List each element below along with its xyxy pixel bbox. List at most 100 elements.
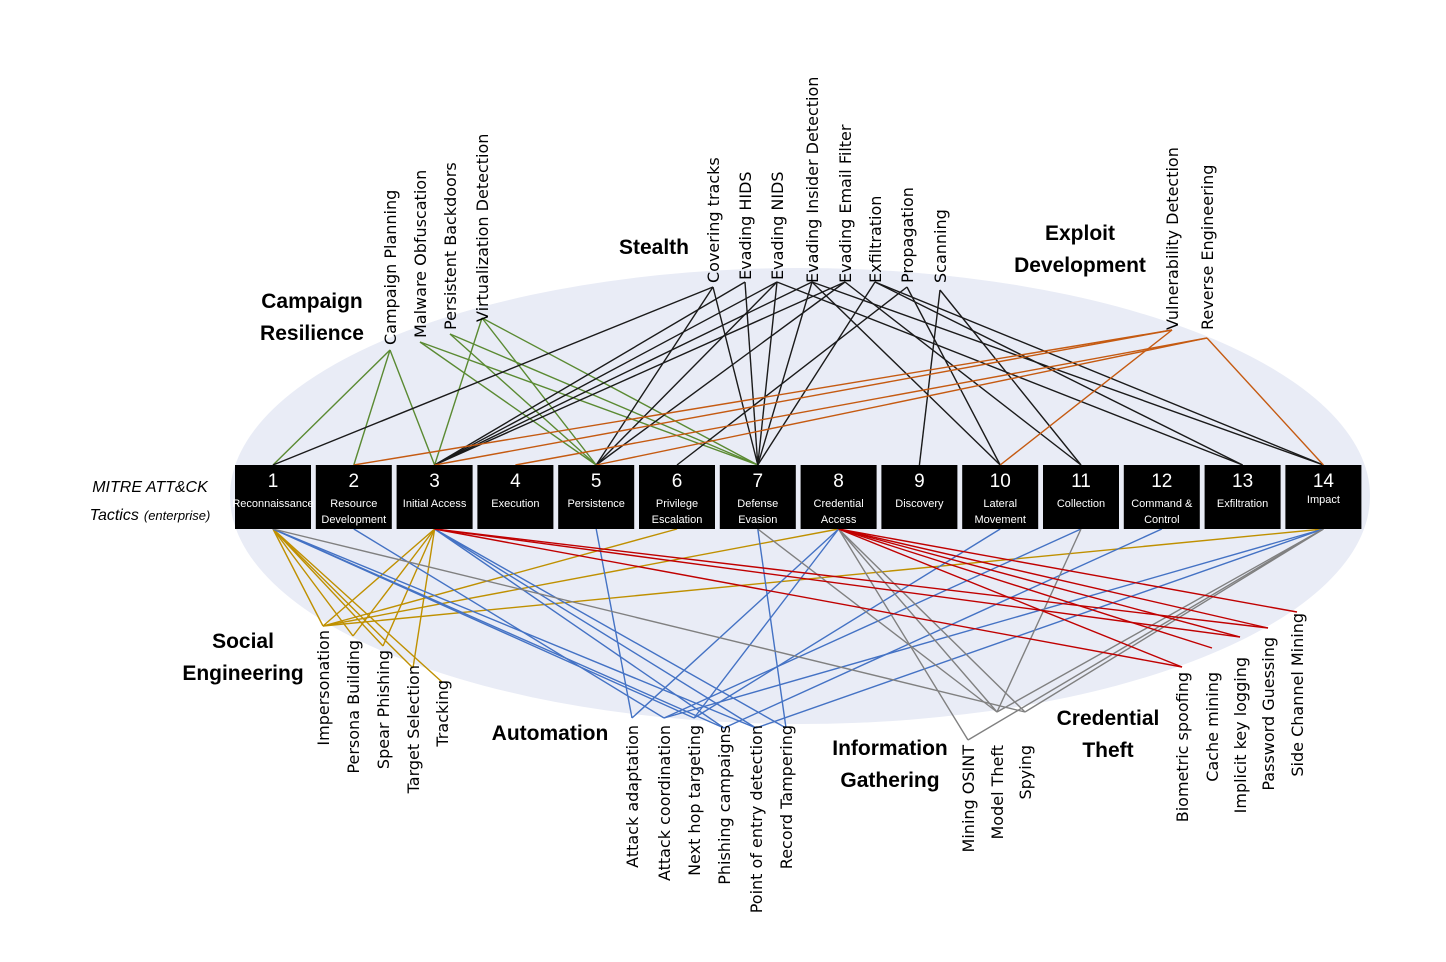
technique-stealth-3: Evading Insider Detection <box>803 77 822 283</box>
link-stealth-3-13 <box>811 281 1324 466</box>
group-label-stealth: Stealth <box>619 236 689 259</box>
group-label-exploit: Development <box>1014 254 1146 277</box>
tactic-box-bg <box>477 465 554 529</box>
tactic-box-bg <box>1204 465 1281 529</box>
technique-campaign-0: Campaign Planning <box>381 190 400 345</box>
link-credtheft-0-2 <box>434 528 1183 668</box>
technique-stealth-4: Evading Email Filter <box>836 124 855 283</box>
link-infogath-0-13 <box>967 528 1324 741</box>
technique-stealth-1: Evading HIDS <box>736 171 755 280</box>
link-automation-4-13 <box>755 528 1324 729</box>
link-social-3-2 <box>412 528 436 669</box>
link-infogath-1-6 <box>757 528 998 713</box>
link-exploit-1-4 <box>596 337 1208 466</box>
link-social-4-0 <box>272 528 443 683</box>
tactic-number: 9 <box>914 471 925 492</box>
technique-credtheft-0: Biometric spoofing <box>1173 672 1192 822</box>
link-exploit-0-9 <box>999 329 1173 466</box>
link-stealth-4-2 <box>434 281 846 466</box>
link-campaign-2-6 <box>449 333 759 466</box>
tactic-number: 2 <box>349 471 360 492</box>
technique-automation-2: Next hop targeting <box>685 725 704 876</box>
link-credtheft-2-7 <box>838 528 1241 638</box>
tactic-label: Movement <box>975 514 1026 526</box>
tactic-number: 7 <box>753 471 764 492</box>
tactic-number: 6 <box>672 471 683 492</box>
group-label-campaign: Resilience <box>260 322 364 345</box>
tactic-box-bg <box>1123 465 1200 529</box>
link-exploit-1-3 <box>515 337 1208 466</box>
link-infogath-2-13 <box>1024 528 1324 713</box>
link-social-3-0 <box>272 528 414 669</box>
technique-credtheft-1: Cache mining <box>1203 672 1222 782</box>
technique-stealth-6: Propagation <box>898 187 917 283</box>
link-social-0-7 <box>322 528 839 627</box>
tactic-number: 13 <box>1232 471 1253 492</box>
link-automation-3-11 <box>723 528 1163 729</box>
tactic-box-bg <box>881 465 958 529</box>
tactic-label: Development <box>321 514 386 526</box>
tactic-label: Exfiltration <box>1217 498 1268 510</box>
link-exploit-0-2 <box>434 329 1173 466</box>
technique-infogath-0: Mining OSINT <box>959 745 978 853</box>
link-stealth-2-2 <box>434 281 778 466</box>
link-automation-1-13 <box>663 528 1324 719</box>
tactic-label: Execution <box>491 498 539 510</box>
link-stealth-6-5 <box>676 286 908 466</box>
link-credtheft-2-2 <box>434 528 1241 638</box>
link-social-2-0 <box>272 528 384 647</box>
technique-campaign-3: Virtualization Detection <box>473 134 492 322</box>
tactic-label: Resource <box>330 498 377 510</box>
tactic-label: Reconnaissance <box>232 498 313 510</box>
link-stealth-0-0 <box>272 286 714 466</box>
technique-automation-3: Phishing campaigns <box>715 725 734 885</box>
tactic-label: Collection <box>1057 498 1105 510</box>
group-label-exploit: Exploit <box>1045 222 1115 245</box>
link-automation-3-0 <box>272 528 725 729</box>
link-stealth-0-4 <box>595 286 714 466</box>
side-label-line2: Tactics(enterprise) <box>90 507 211 524</box>
link-campaign-1-4 <box>419 341 597 466</box>
tactic-box-bg <box>800 465 877 529</box>
link-automation-4-2 <box>434 528 757 729</box>
tactic-box-bg <box>719 465 796 529</box>
link-automation-4-0 <box>272 528 757 729</box>
link-infogath-1-10 <box>996 528 1082 713</box>
link-credtheft-1-7 <box>838 528 1213 649</box>
side-label-line1: MITRE ATT&CK <box>92 479 209 496</box>
link-stealth-2-12 <box>776 281 1243 466</box>
tactic-box-bg <box>639 465 715 529</box>
tactic-label: Command & <box>1131 498 1193 510</box>
tactic-label: Persistence <box>567 498 624 510</box>
tactic-box-bg <box>1285 465 1362 529</box>
link-stealth-6-9 <box>906 286 1001 466</box>
link-stealth-0-6 <box>712 286 759 466</box>
group-label-social: Engineering <box>182 662 303 685</box>
tactic-number: 8 <box>833 471 844 492</box>
link-campaign-3-2 <box>433 317 483 466</box>
technique-stealth-0: Covering tracks <box>704 157 723 283</box>
tactic-label: Evasion <box>738 514 777 526</box>
link-automation-5-2 <box>434 528 787 729</box>
link-social-0-0 <box>272 528 324 627</box>
tactic-number: 12 <box>1151 471 1172 492</box>
background-ellipse <box>230 268 1370 724</box>
link-social-1-0 <box>272 528 354 637</box>
technique-credtheft-3: Password Guessing <box>1259 637 1278 791</box>
link-automation-2-7 <box>693 528 840 719</box>
tactic-box-bg <box>315 465 392 529</box>
tactic-label: Escalation <box>652 514 703 526</box>
technique-automation-5: Record Tampering <box>777 725 796 869</box>
link-exploit-1-13 <box>1206 337 1324 466</box>
group-label-credtheft: Theft <box>1082 739 1133 762</box>
connection-lines <box>272 281 1324 741</box>
